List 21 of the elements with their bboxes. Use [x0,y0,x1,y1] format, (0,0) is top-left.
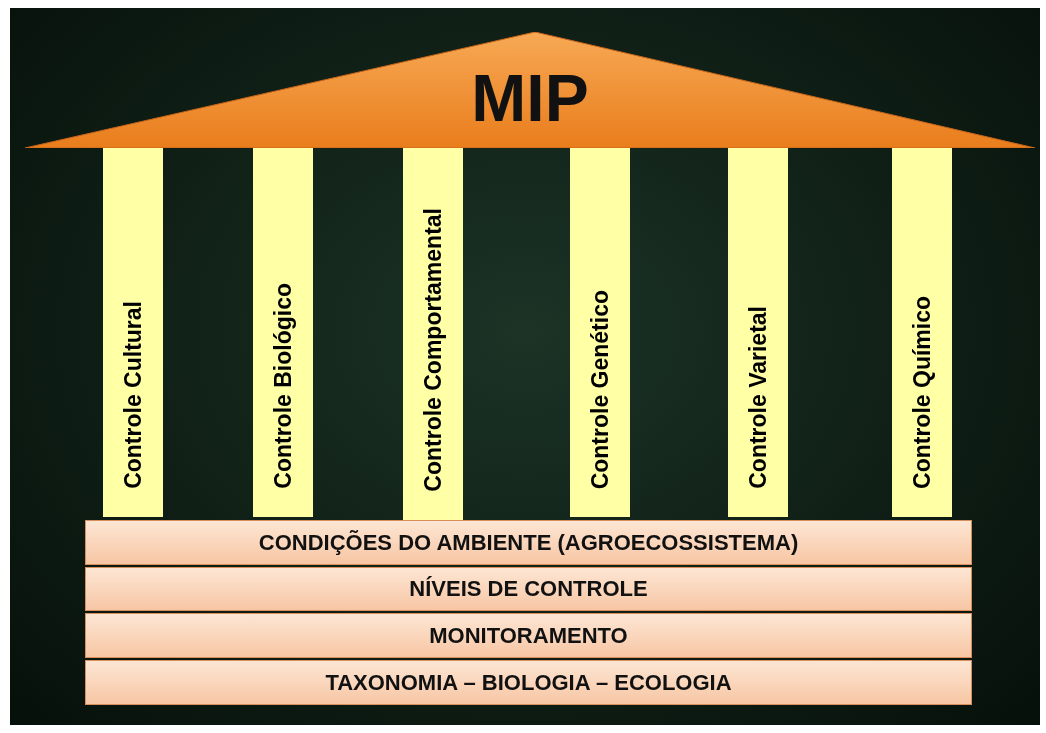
foundation-band [85,567,972,611]
pillar-column [728,148,788,517]
pillar-column [892,148,952,517]
pillar-label: Controle Cultural [119,301,147,489]
pillar-column [570,148,630,517]
band-label: MONITORAMENTO [429,622,628,649]
pillar-label: Controle Genético [586,289,614,489]
pillar-label: Controle Químico [908,296,936,489]
roof-title: MIP [471,61,589,135]
band-label: TAXONOMIA – BIOLOGIA – ECOLOGIA [325,669,732,696]
pillar-column [103,148,163,517]
foundation-band [85,660,972,705]
pillar-label: Controle Biológico [269,283,297,489]
foundation-band [85,520,972,565]
pillar-column [403,148,463,520]
band-label: CONDIÇÕES DO AMBIENTE (AGROECOSSISTEMA) [258,529,799,556]
pillar-label: Controle Varietal [744,306,772,489]
foundation-band [85,613,972,658]
pillar-label: Controle Comportamental [419,208,447,492]
pillar-column [253,148,313,517]
band-label: NÍVEIS DE CONTROLE [409,576,648,602]
